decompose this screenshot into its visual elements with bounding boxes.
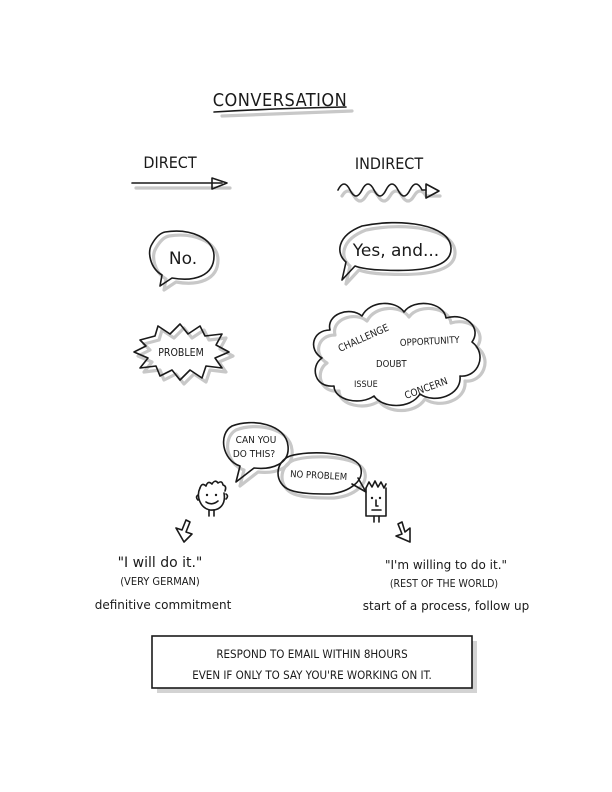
yes-and-bubble-text: Yes, and... [352, 241, 439, 261]
rule-line-2: EVEN IF ONLY TO SAY YOU'RE WORKING ON IT… [192, 668, 432, 682]
straight-arrow-icon [131, 177, 232, 190]
yes-and-speech-bubble: Yes, and... [339, 221, 457, 286]
down-arrow-left-icon [175, 519, 193, 543]
answer-text: NO PROBLEM [290, 469, 348, 483]
indirect-label: INDIRECT [355, 154, 423, 173]
german-person-icon [195, 480, 229, 517]
title-underline-shadow [220, 109, 354, 118]
german-quote: "I will do it." [118, 555, 203, 571]
world-who: (REST OF THE WORLD) [390, 578, 498, 590]
direct-label: DIRECT [143, 153, 196, 172]
page-title: CONVERSATION [213, 90, 348, 111]
world-quote: "I'm willing to do it." [385, 558, 507, 572]
cloud-word-challenge: CHALLENGE [337, 322, 391, 354]
down-arrow-right-icon [395, 521, 411, 543]
answer-speech-bubble: NO PROBLEM [277, 452, 367, 500]
question-line-2: DO THIS? [233, 449, 275, 460]
rest-of-world-person-icon [365, 480, 387, 523]
german-meaning: definitive commitment [95, 598, 232, 612]
rule-line-1: RESPOND TO EMAIL WITHIN 8HOURS [216, 647, 407, 661]
problem-burst: PROBLEM [133, 323, 235, 386]
german-who: (VERY GERMAN) [120, 575, 200, 588]
cloud-word-issue: ISSUE [354, 380, 378, 390]
problem-text: PROBLEM [158, 347, 204, 359]
question-speech-bubble: CAN YOU DO THIS? [222, 421, 294, 488]
email-rule-box: RESPOND TO EMAIL WITHIN 8HOURS EVEN IF O… [151, 635, 477, 693]
cloud-word-doubt: DOUBT [376, 359, 407, 370]
wavy-arrow-icon [337, 183, 442, 203]
title-underline [213, 106, 347, 113]
world-meaning: start of a process, follow up [363, 599, 529, 613]
cloud-word-opportunity: OPPORTUNITY [400, 335, 461, 349]
no-bubble-text: No. [169, 249, 197, 269]
no-speech-bubble: No. [148, 230, 220, 292]
question-line-1: CAN YOU [236, 435, 277, 446]
worry-cloud: CHALLENGE OPPORTUNITY DOUBT ISSUE CONCER… [312, 302, 487, 413]
title-group: CONVERSATION [213, 90, 354, 118]
